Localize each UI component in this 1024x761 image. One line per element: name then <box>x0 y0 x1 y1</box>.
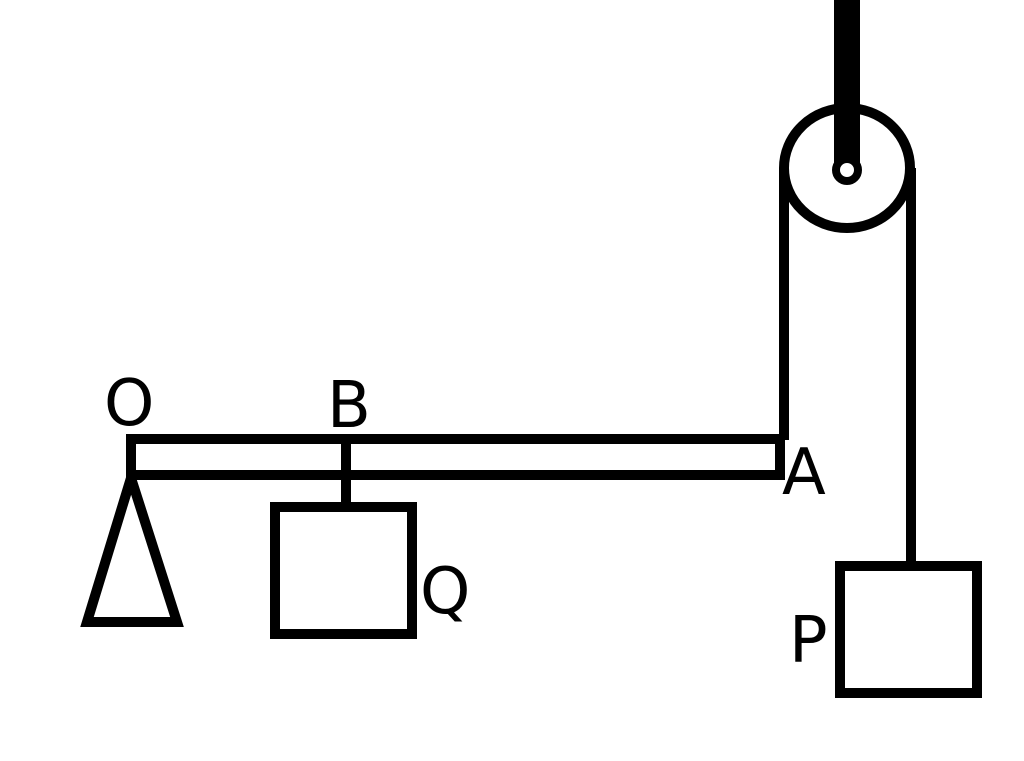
weight-p <box>835 561 982 698</box>
fulcrum-triangle <box>80 461 184 627</box>
label-o: O <box>104 367 154 441</box>
pulley-axle <box>832 155 862 185</box>
weight-q <box>270 502 417 639</box>
label-b: B <box>327 369 371 443</box>
pulley-support-rod <box>834 0 860 172</box>
lever-bar <box>126 434 785 480</box>
label-p: P <box>789 604 828 678</box>
label-a: A <box>782 436 826 510</box>
label-q: Q <box>420 555 470 629</box>
